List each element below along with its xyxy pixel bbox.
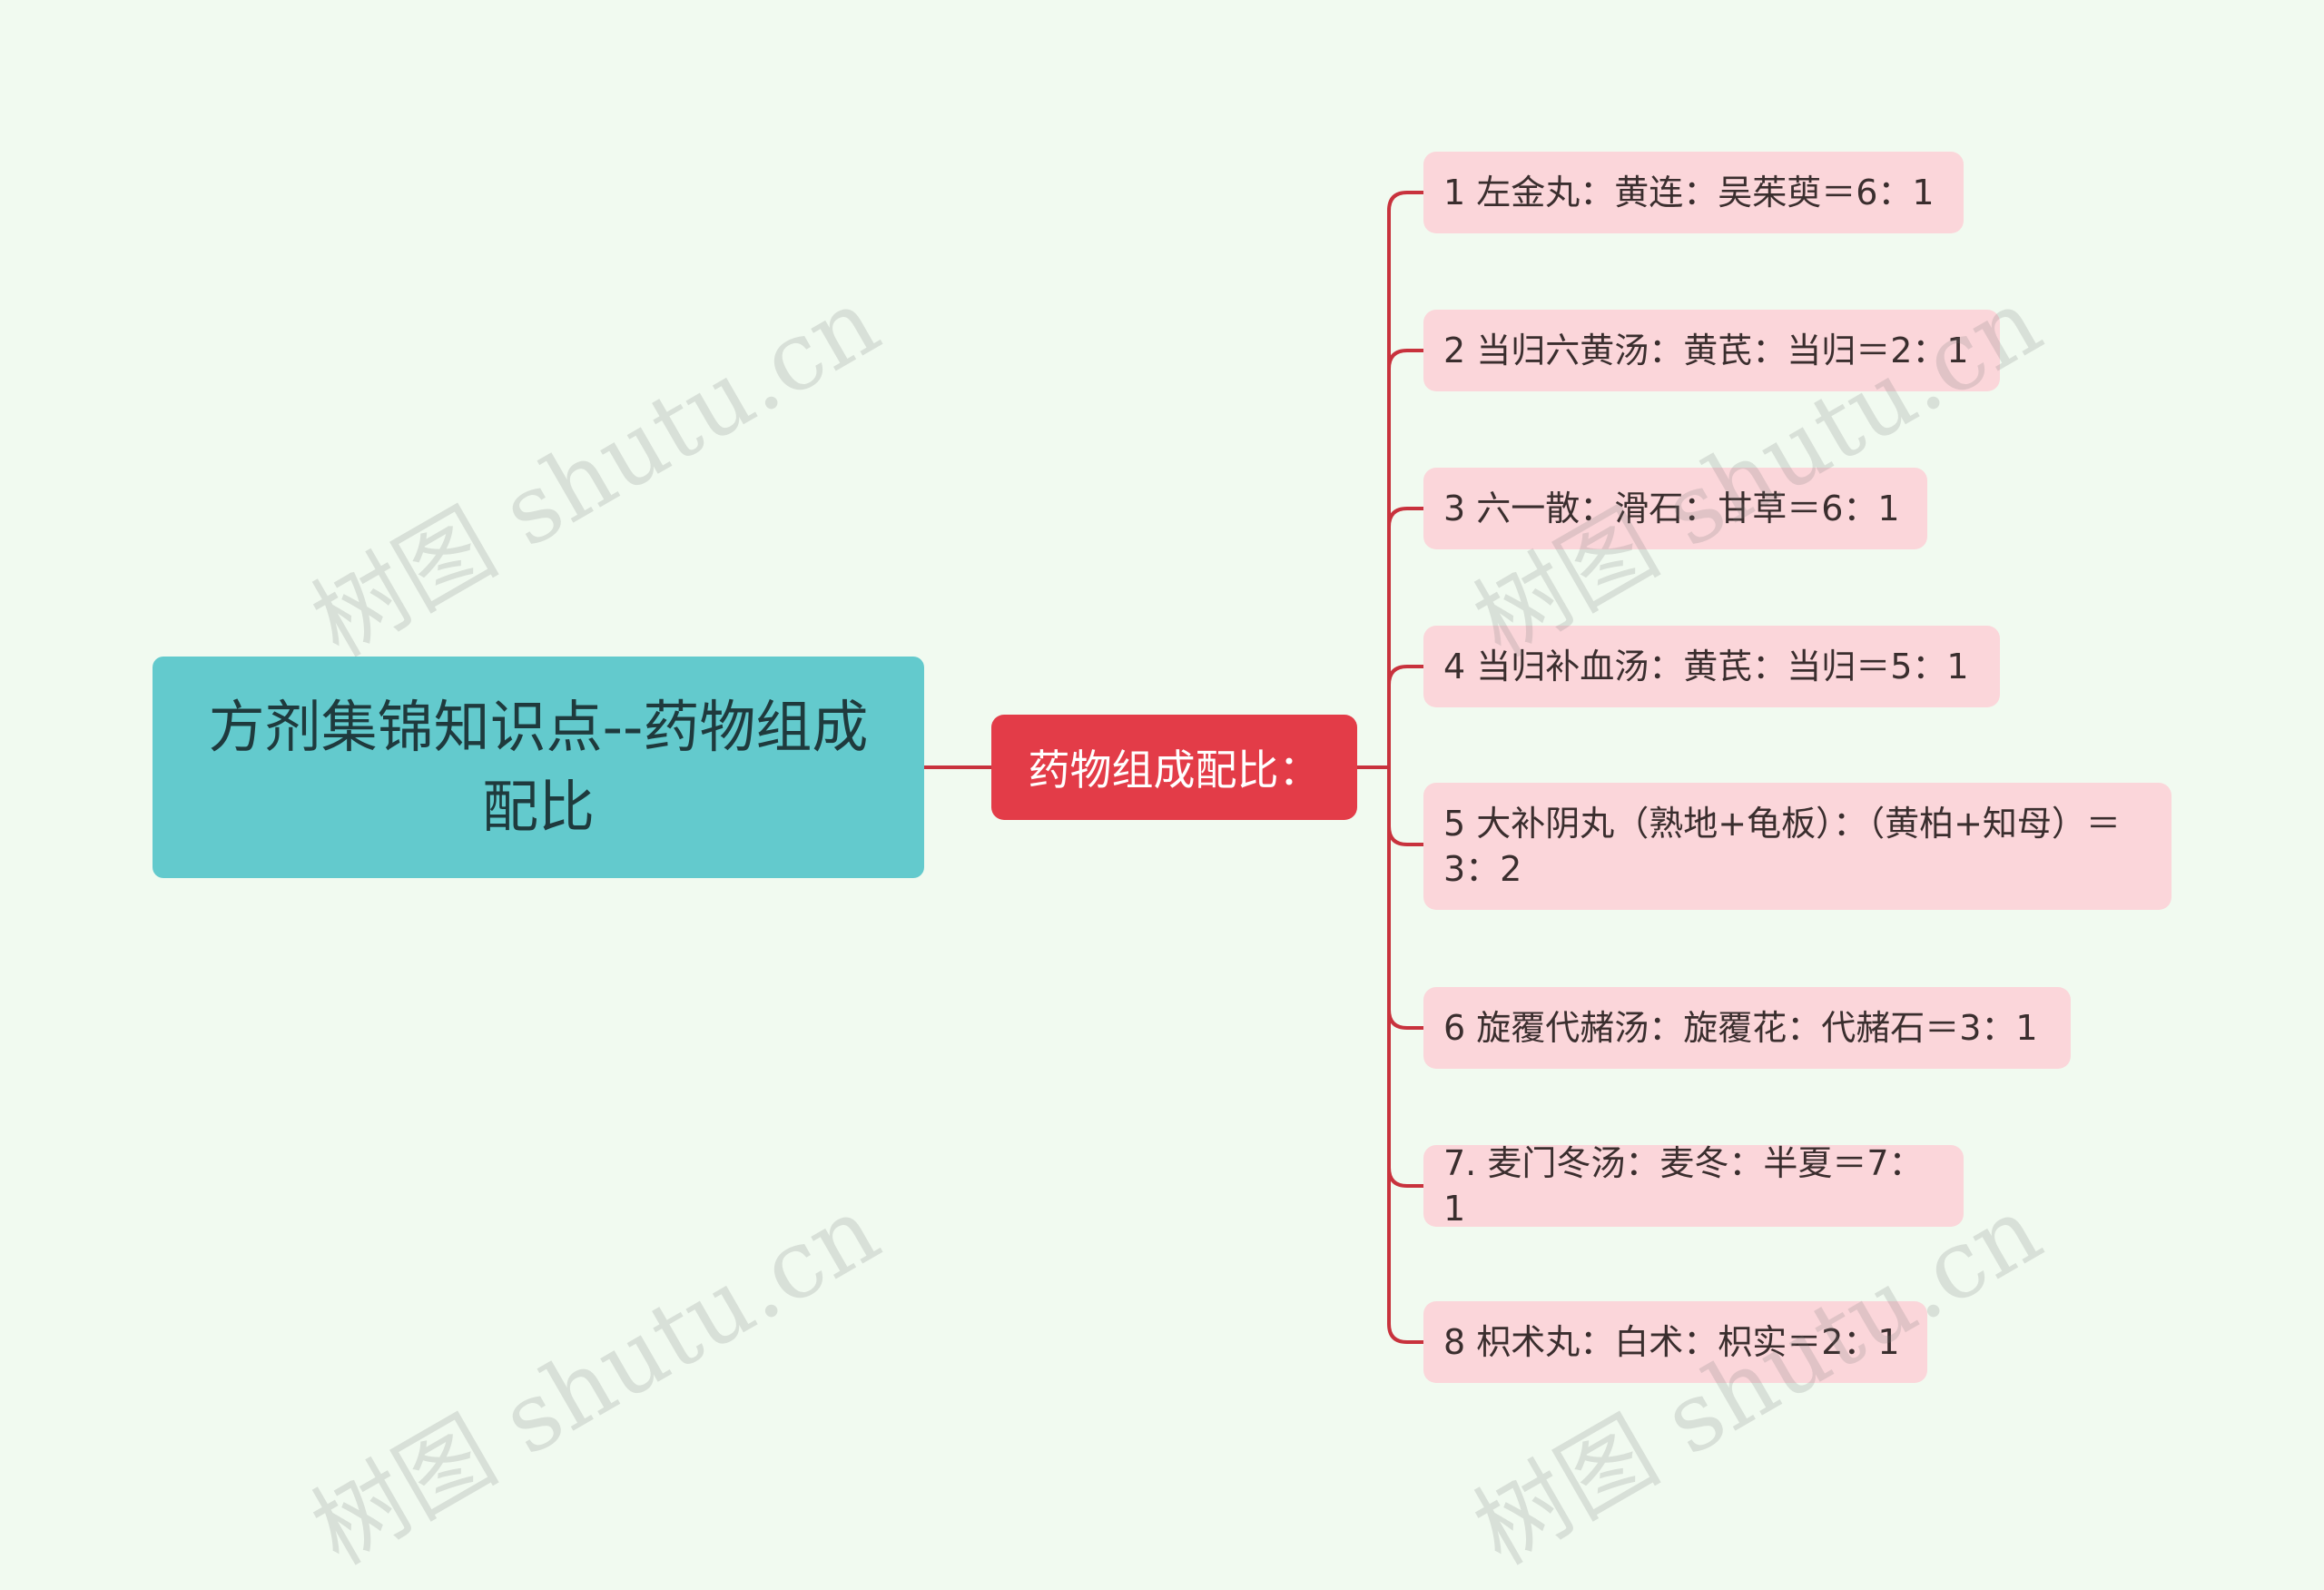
leaf-node-label: 4 当归补血汤：黄芪：当归＝5：1 xyxy=(1443,647,1969,686)
leaf-node-8[interactable]: 8 枳术丸：白术：枳实＝2：1 xyxy=(1423,1301,1927,1383)
leaf-node-label: 2 当归六黄汤：黄芪：当归＝2：1 xyxy=(1443,331,1969,370)
watermark-text: 树图 shutu.cn xyxy=(294,1174,897,1586)
leaf-node-5[interactable]: 5 大补阴丸（熟地+龟板）：（黄柏+知母）＝3：2 xyxy=(1423,783,2171,910)
watermark-text: 树图 shutu.cn xyxy=(294,266,897,678)
leaf-node-label: 7. 麦门冬汤：麦冬：半夏＝7：1 xyxy=(1443,1143,1924,1229)
leaf-node-4[interactable]: 4 当归补血汤：黄芪：当归＝5：1 xyxy=(1423,626,2000,707)
leaf-connector-6 xyxy=(1387,1009,1423,1030)
leaf-node-3[interactable]: 3 六一散：滑石：甘草＝6：1 xyxy=(1423,468,1927,549)
leaf-node-7[interactable]: 7. 麦门冬汤：麦冬：半夏＝7：1 xyxy=(1423,1143,1964,1229)
leaf-connector-5 xyxy=(1387,825,1423,846)
leaf-connector-1 xyxy=(1387,191,1423,212)
leaf-node-label: 6 旋覆代赭汤：旋覆花：代赭石＝3：1 xyxy=(1443,1008,2038,1048)
leaf-connector-8 xyxy=(1387,1323,1423,1344)
branch-node[interactable]: 药物组成配比： xyxy=(991,715,1357,820)
leaf-node-6[interactable]: 6 旋覆代赭汤：旋覆花：代赭石＝3：1 xyxy=(1423,987,2071,1069)
root-node-label: 方剂集锦知识点--药物组成配比 xyxy=(208,694,869,840)
leaf-node-label: 1 左金丸：黄连：吴茱萸＝6：1 xyxy=(1443,173,1935,212)
leaf-node-label: 5 大补阴丸（熟地+龟板）：（黄柏+知母）＝3：2 xyxy=(1443,804,2121,889)
root-node[interactable]: 方剂集锦知识点--药物组成配比 xyxy=(153,657,924,878)
leaf-node-label: 3 六一散：滑石：甘草＝6：1 xyxy=(1443,489,1900,528)
leaf-node-label: 8 枳术丸：白术：枳实＝2：1 xyxy=(1443,1322,1900,1362)
leaf-connector-2 xyxy=(1387,349,1423,370)
branch-node-label: 药物组成配比： xyxy=(1028,746,1321,795)
leaf-node-1[interactable]: 1 左金丸：黄连：吴茱萸＝6：1 xyxy=(1423,152,1964,233)
leaf-node-2[interactable]: 2 当归六黄汤：黄芪：当归＝2：1 xyxy=(1423,310,2000,391)
leaf-connector-7 xyxy=(1387,1167,1423,1188)
mind-map-canvas: 方剂集锦知识点--药物组成配比 药物组成配比： 1 左金丸：黄连：吴茱萸＝6：1… xyxy=(153,152,2171,1586)
leaf-connector-4 xyxy=(1387,665,1423,686)
leaf-connector-3 xyxy=(1387,507,1423,528)
